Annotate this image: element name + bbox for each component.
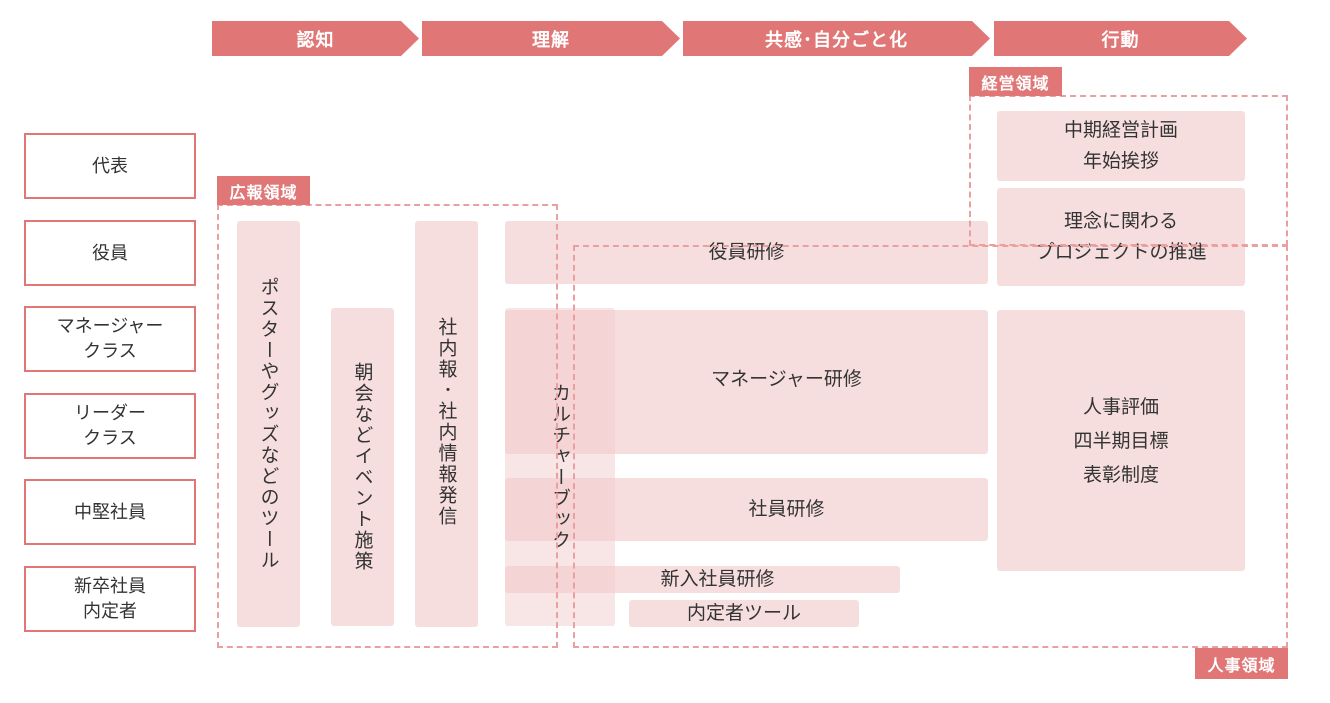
block-posters: ポスターやグッズなどのツール	[237, 221, 300, 627]
block-mid-plan: 中期経営計画 年始挨拶	[997, 111, 1245, 181]
region-pr	[217, 204, 558, 648]
phase-arrow-awareness: 認知	[212, 21, 419, 56]
level-executive: 役員	[24, 220, 196, 286]
block-manager-training: マネージャー研修	[505, 310, 988, 454]
phase-arrow-action: 行動	[994, 21, 1247, 56]
block-label: カルチャーブック	[549, 383, 571, 551]
block-label: 人事評価 四半期目標 表彰制度	[1073, 395, 1169, 486]
phase-label: 共感･自分ごと化	[765, 29, 908, 51]
phase-arrow-understanding: 理解	[422, 21, 680, 56]
block-label: マネージャー研修	[711, 368, 862, 390]
block-culture-book-bg	[505, 308, 615, 626]
region-tag-label: 人事領域	[1207, 655, 1276, 675]
region-tag-label: 広報領域	[229, 182, 298, 202]
block-label: 社員研修	[748, 498, 825, 520]
block-label: 社内報･社内情報発信	[435, 317, 458, 527]
block-label: ポスターやグッズなどのツール	[257, 277, 280, 571]
block-hr-eval: 人事評価 四半期目標 表彰制度	[997, 310, 1245, 571]
region-tag-label: 経営領域	[981, 73, 1050, 93]
phase-label: 行動	[1101, 29, 1140, 51]
phase-arrow-empathy: 共感･自分ごと化	[683, 21, 990, 56]
block-newhire-training: 新入社員研修	[505, 566, 900, 593]
block-label: 新入社員研修	[660, 568, 775, 590]
block-label: 中期経営計画 年始挨拶	[1063, 119, 1178, 172]
region-hr	[573, 245, 1288, 648]
level-new-graduate: 新卒社員 内定者	[24, 566, 196, 632]
region-management	[969, 95, 1288, 246]
level-mid-employee: 中堅社員	[24, 479, 196, 545]
level-leader: リーダー クラス	[24, 393, 196, 459]
block-events: 朝会などイベント施策	[331, 308, 394, 626]
block-culture-book: カルチャーブック	[505, 308, 615, 626]
block-staff-training: 社員研修	[505, 478, 988, 541]
region-tag-pr: 広報領域	[217, 176, 310, 205]
phase-label: 認知	[296, 29, 335, 51]
level-representative: 代表	[24, 133, 196, 199]
block-offer-tool: 内定者ツール	[629, 600, 859, 627]
level-manager: マネージャー クラス	[24, 306, 196, 372]
region-tag-management: 経営領域	[969, 67, 1062, 96]
block-label: 朝会などイベント施策	[351, 362, 374, 572]
block-internal-news: 社内報･社内情報発信	[415, 221, 478, 627]
region-tag-hr: 人事領域	[1195, 648, 1288, 679]
block-label: 内定者ツール	[686, 602, 801, 624]
phase-label: 理解	[532, 29, 570, 51]
